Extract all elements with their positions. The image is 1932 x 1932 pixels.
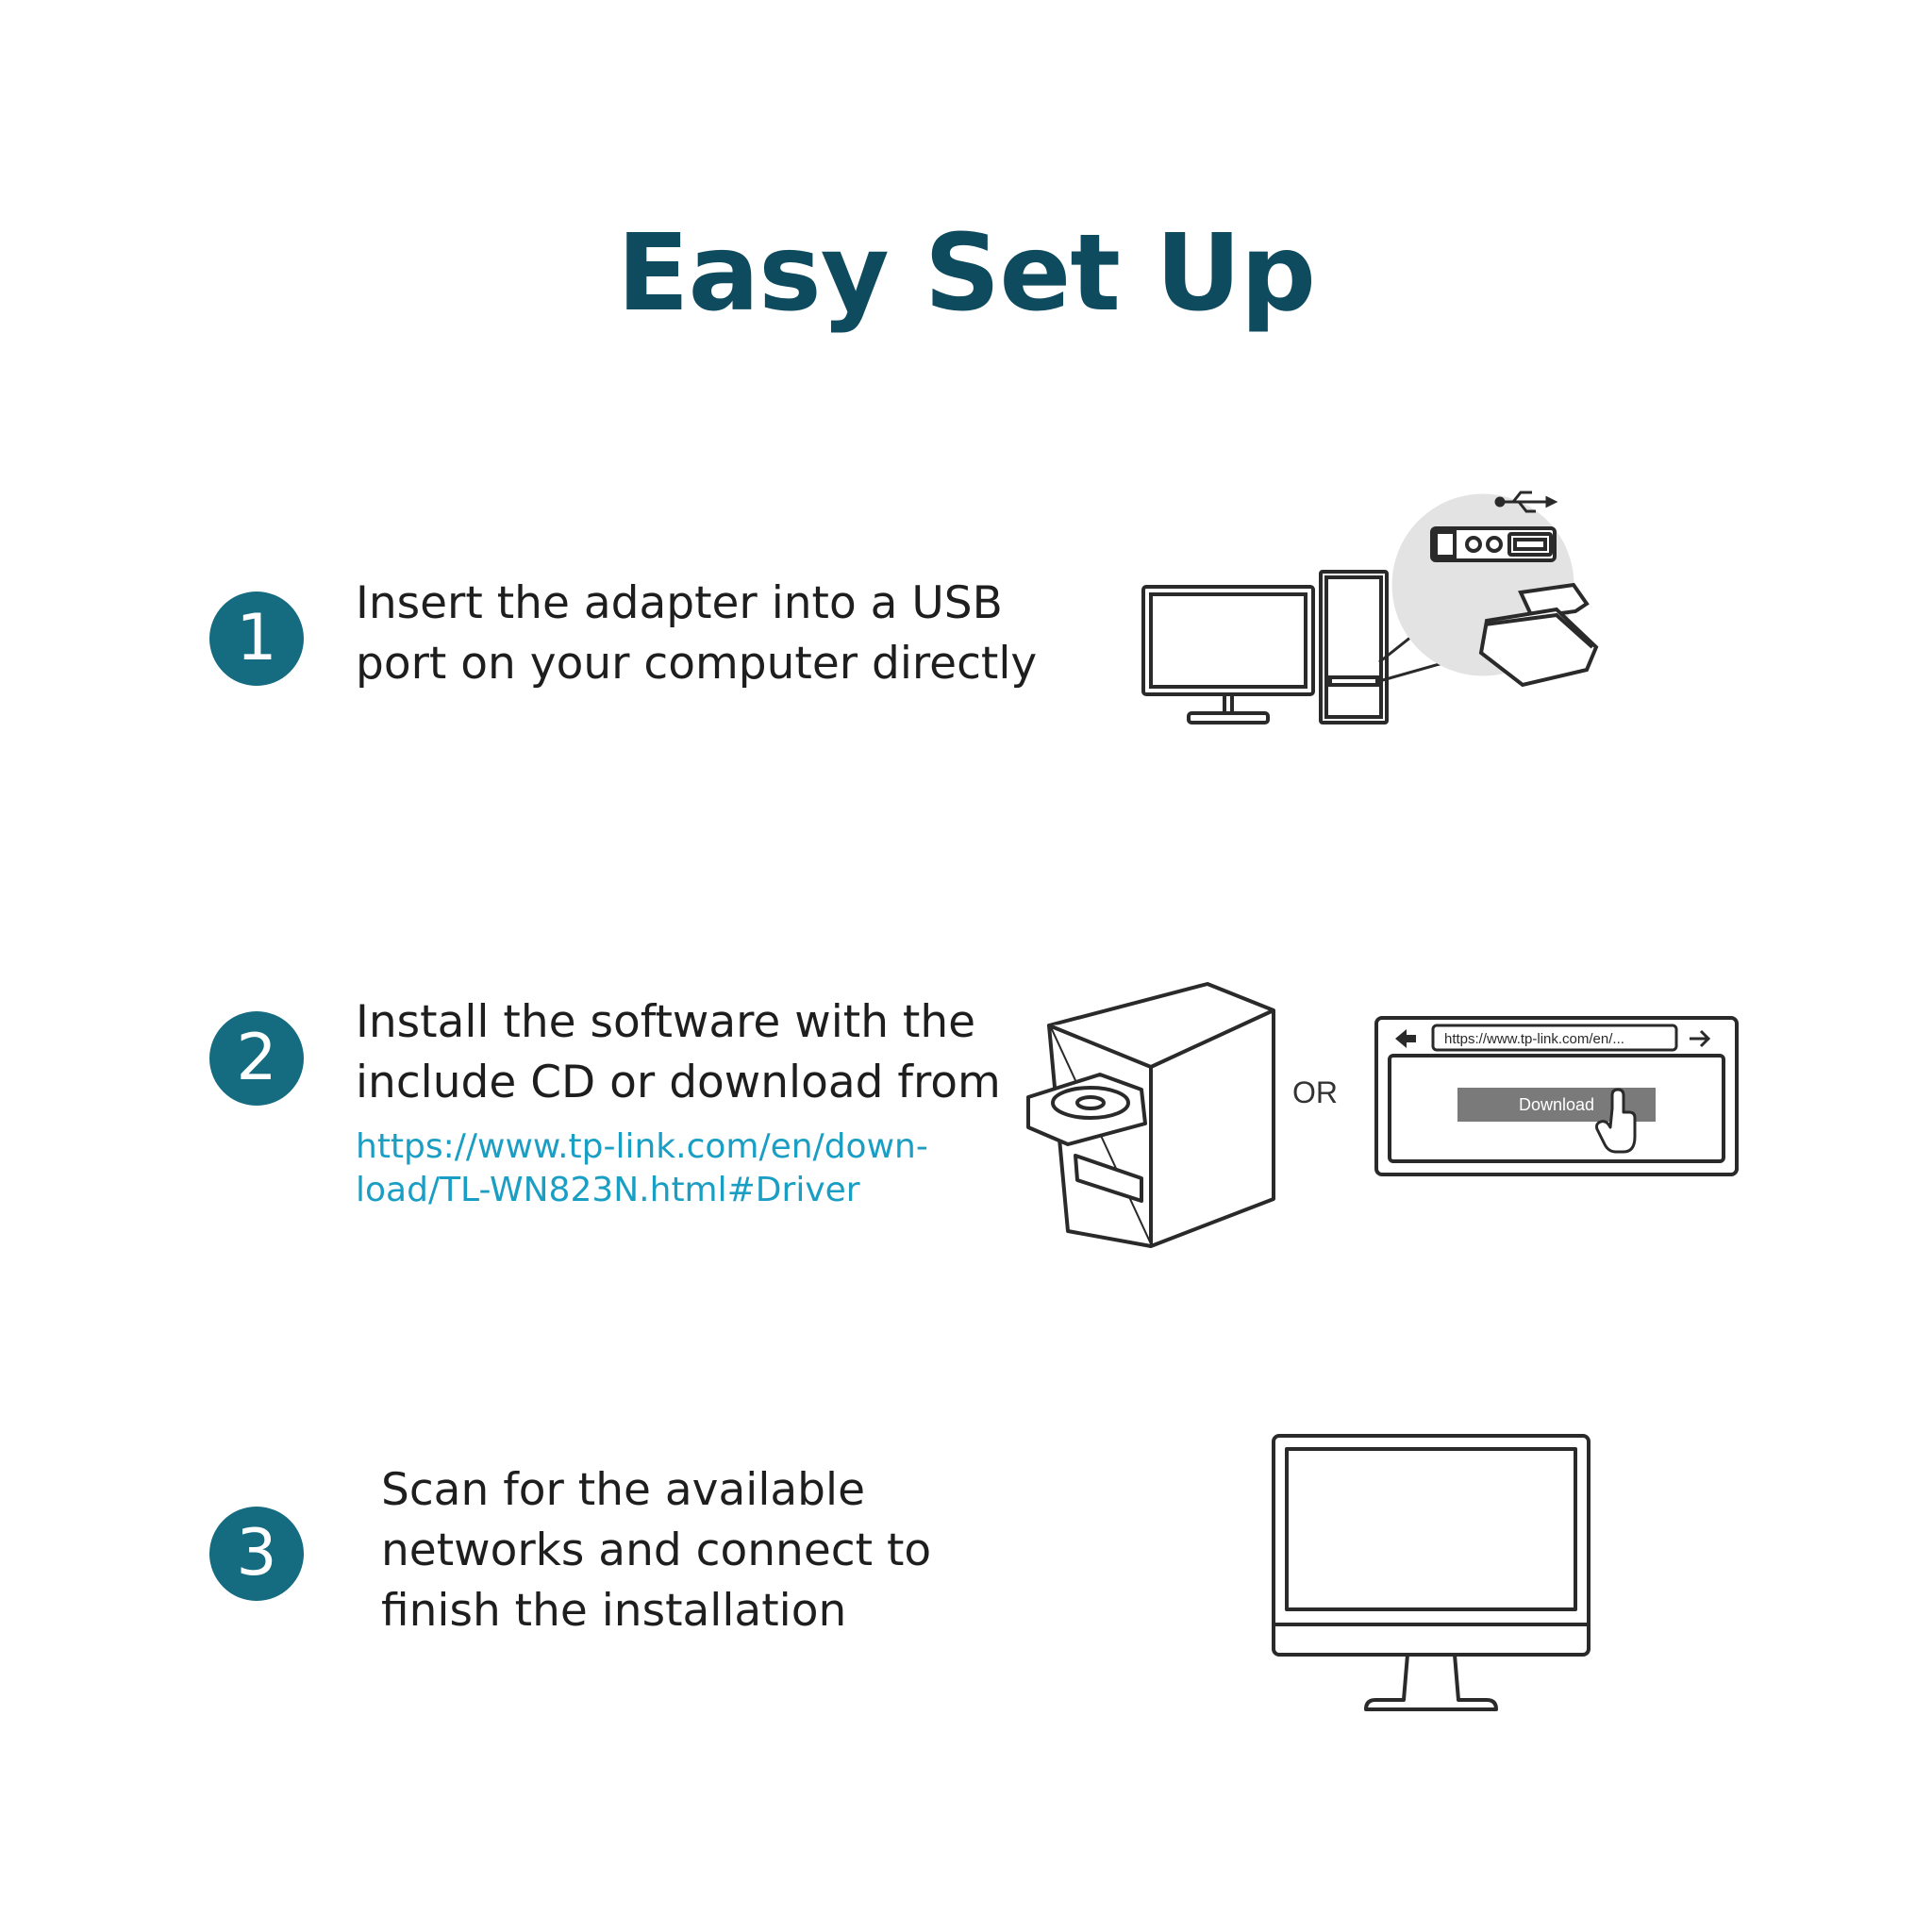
step-2-text: Install the software with the include CD… — [356, 992, 1001, 1113]
cd-tower-icon — [1026, 982, 1275, 1248]
driver-download-link[interactable]: https://www.tp-link.com/en/down- load/TL… — [356, 1125, 928, 1212]
step-1-line-2: port on your computer directly — [356, 638, 1038, 690]
step-1-line-1: Insert the adapter into a USB — [356, 577, 1003, 629]
step-3-line-2: networks and connect to — [381, 1524, 932, 1576]
step-2-line-2: include CD or download from — [356, 1057, 1001, 1108]
or-label: OR — [1292, 1075, 1338, 1109]
step-2-line-1: Install the software with the — [356, 996, 976, 1048]
link-line-2[interactable]: load/TL-WN823N.html#Driver — [356, 1171, 860, 1209]
step-3-line-3: finish the installation — [381, 1585, 847, 1637]
usb-symbol-icon — [1494, 491, 1558, 513]
browser-address-bar: https://www.tp-link.com/en/... — [1444, 1031, 1624, 1047]
download-button[interactable]: Download — [1519, 1095, 1594, 1114]
step-3-text: Scan for the available networks and conn… — [381, 1460, 931, 1641]
step-1-badge: 1 — [209, 591, 304, 686]
usb-adapter-icon — [1478, 582, 1599, 688]
hand-cursor-icon — [1595, 1088, 1637, 1154]
page-title: Easy Set Up — [616, 212, 1316, 335]
step-2-badge: 2 — [209, 1011, 304, 1106]
link-line-1[interactable]: https://www.tp-link.com/en/down- — [356, 1127, 928, 1166]
step-1-text: Insert the adapter into a USB port on yo… — [356, 574, 1037, 694]
step-3-badge: 3 — [209, 1507, 304, 1601]
desktop-computer-icon — [1141, 491, 1599, 724]
browser-window-icon: https://www.tp-link.com/en/... Download — [1374, 1016, 1739, 1176]
step-3-line-1: Scan for the available — [381, 1464, 865, 1516]
monitor-icon — [1272, 1434, 1591, 1711]
